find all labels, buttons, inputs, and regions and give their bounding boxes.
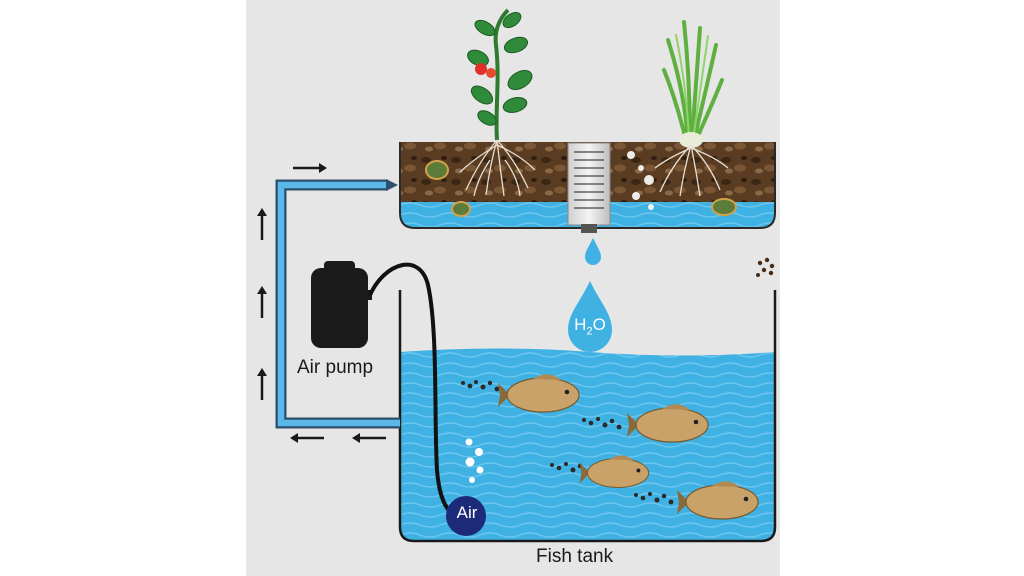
air-pump-label: Air pump xyxy=(297,357,374,378)
fish-waste xyxy=(461,380,674,505)
bacteria-icon xyxy=(425,160,449,180)
fish-icon xyxy=(579,455,650,488)
fish-icon xyxy=(677,481,759,520)
fish-icon xyxy=(498,374,580,413)
bacteria-icon xyxy=(451,201,471,217)
fish-tank xyxy=(398,290,777,543)
h2o-symbol: H xyxy=(574,315,587,334)
water-drop-icon xyxy=(585,238,601,265)
siphon-filter xyxy=(567,142,611,233)
air-bubble-icon xyxy=(627,151,654,210)
fish-tank-water xyxy=(400,348,775,541)
fish-tank-wall xyxy=(398,290,777,543)
air-stone xyxy=(446,496,486,536)
grow-bed xyxy=(399,142,776,233)
air-hose xyxy=(368,262,454,515)
air-bubble-icon xyxy=(465,438,484,483)
fish-food-icon xyxy=(756,257,775,277)
fish-icon xyxy=(627,404,709,443)
h2o-subscript: 2 xyxy=(586,325,593,338)
h2o-symbol-tail: O xyxy=(592,315,606,334)
bacteria-icon xyxy=(711,198,737,216)
water-drop-icon xyxy=(568,281,612,352)
onion-plant-icon xyxy=(654,20,729,197)
air-label: Air xyxy=(456,503,478,522)
h2o-label: H2O xyxy=(565,315,615,337)
air-pump-icon xyxy=(311,261,372,348)
tomato-plant-icon xyxy=(459,8,536,197)
flow-arrow-icon xyxy=(257,163,386,443)
fish-tank-label: Fish tank xyxy=(536,546,614,567)
return-pipe xyxy=(275,179,400,429)
